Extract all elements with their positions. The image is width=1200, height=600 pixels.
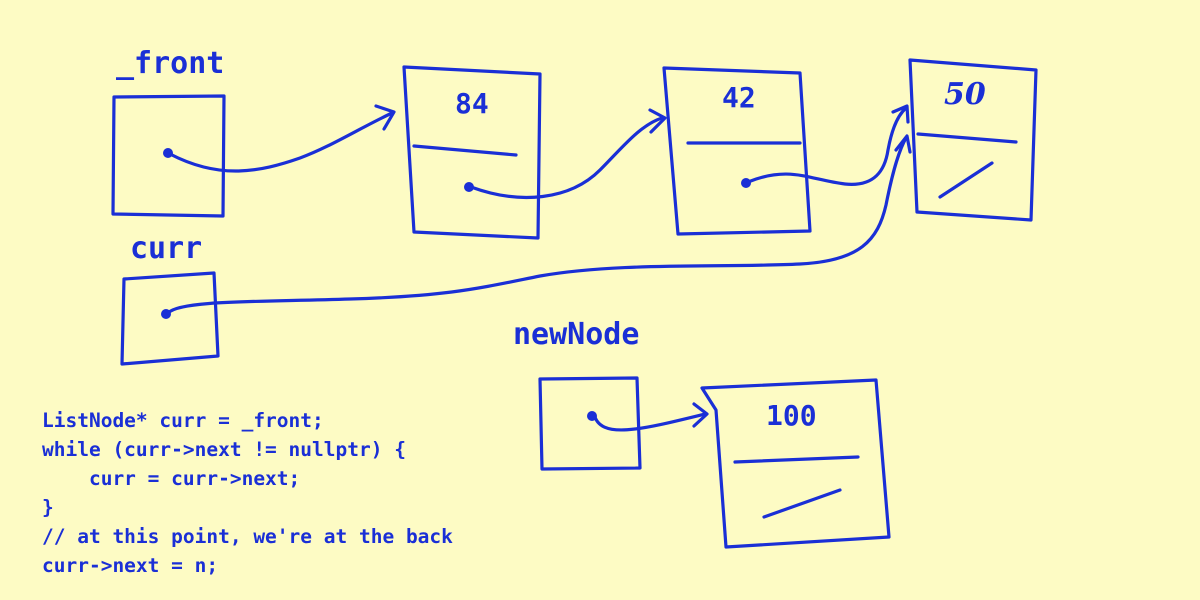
node-42-value: 42: [722, 81, 756, 114]
node-50-null-slash: [938, 161, 994, 199]
new-node-label: newNode: [513, 317, 639, 352]
curr-pointer-box: [120, 271, 220, 366]
curr-label: curr: [130, 231, 202, 266]
node-84-box: [402, 65, 542, 240]
node-100-null-slash: [762, 488, 842, 519]
node-50-divider: [916, 132, 1018, 144]
new-node-arrowhead: [692, 402, 709, 428]
code-line: curr->next = n;: [42, 554, 219, 577]
curr-arrowhead: [894, 134, 912, 154]
node-42-box: [662, 66, 812, 236]
code-line: }: [42, 496, 54, 519]
front-arrowhead: [374, 104, 396, 131]
curr-arrow: [166, 136, 908, 315]
node-100-box: [700, 378, 891, 549]
code-snippet: ListNode* curr = _front;while (curr->nex…: [42, 406, 453, 580]
node-50-box: [908, 58, 1038, 222]
node-100-value: 100: [766, 399, 817, 432]
node-84-next-dot: [464, 182, 474, 192]
node-84-value: 84: [455, 87, 489, 120]
node-84-divider: [412, 144, 518, 157]
node-50-value: 50: [944, 77, 986, 112]
code-line: // at this point, we're at the back: [42, 525, 453, 548]
front-pointer-box: [111, 94, 226, 218]
node-84-next-arrow: [469, 116, 664, 200]
front-label: _front: [116, 46, 224, 81]
code-line: ListNode* curr = _front;: [42, 409, 324, 432]
new-node-pointer-box: [538, 376, 642, 471]
node-100-divider: [733, 455, 860, 464]
code-line: curr = curr->next;: [42, 467, 301, 490]
node-84-arrowhead: [648, 108, 667, 134]
code-line: while (curr->next != nullptr) {: [42, 438, 406, 461]
node-42-next-arrow: [746, 106, 908, 186]
new-node-arrow: [592, 412, 707, 432]
node-42-arrowhead: [891, 104, 910, 124]
front-arrow: [168, 111, 394, 173]
